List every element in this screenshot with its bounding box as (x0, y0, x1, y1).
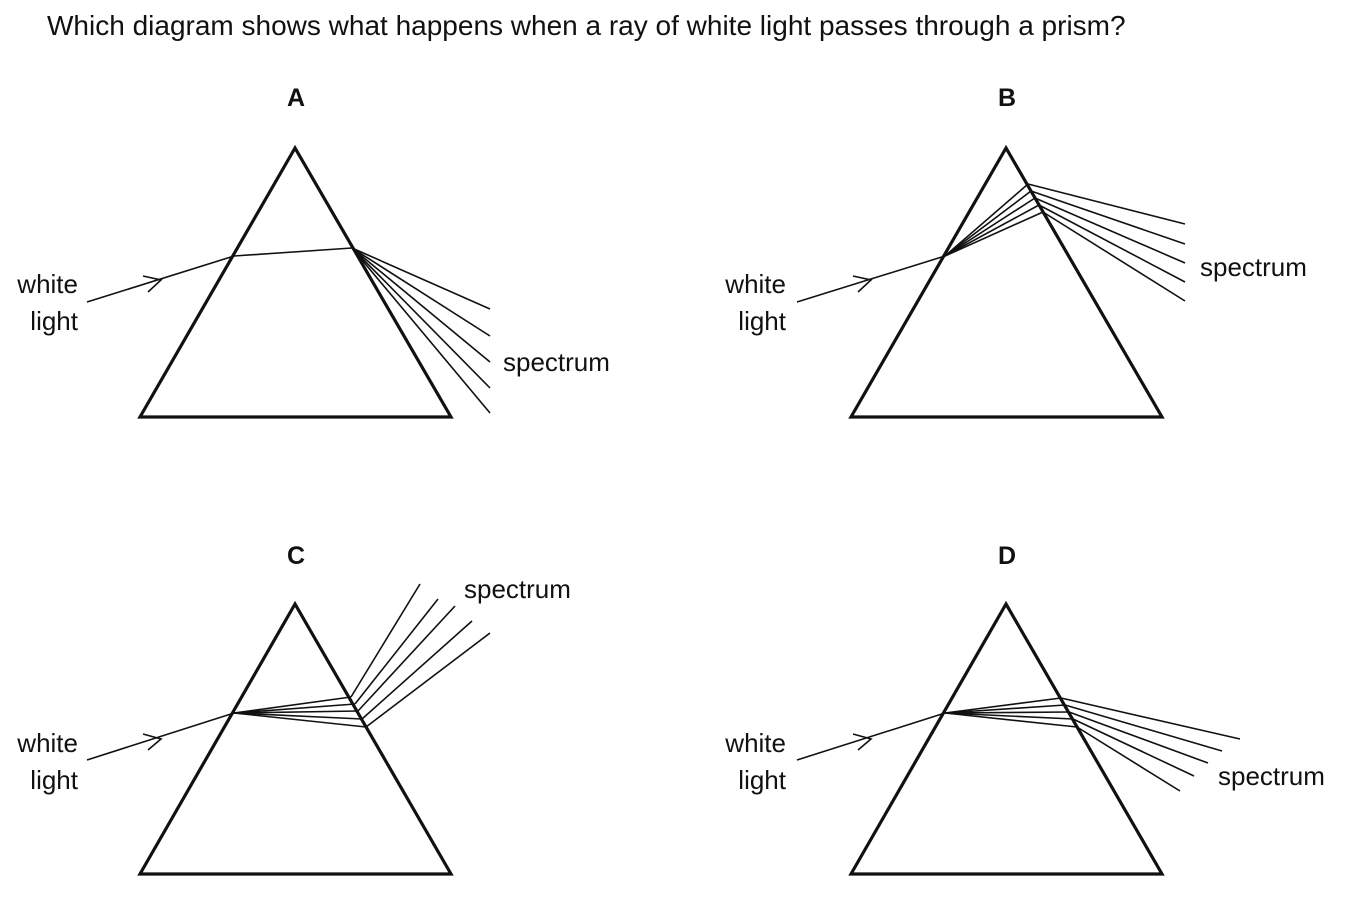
refracted-ray (944, 712, 1074, 720)
refracted-ray (944, 211, 1044, 257)
option-d-spectrum-rays (1060, 697, 1241, 792)
refracted-ray (233, 712, 367, 728)
option-c-arrow-icon (142, 733, 163, 751)
spectrum-ray (1027, 183, 1186, 225)
option-c-spectrum-rays (350, 583, 491, 728)
question-text: Which diagram shows what happens when a … (47, 10, 1126, 41)
option-c-label: C (287, 542, 305, 570)
refracted-ray (944, 697, 1062, 714)
spectrum-ray (1038, 204, 1186, 283)
refracted-ray (944, 204, 1040, 257)
option-a-spectrum-rays (351, 247, 491, 414)
option-a-diagram[interactable]: A white light spectrum (16, 84, 610, 419)
option-b-incident-ray (796, 255, 946, 303)
spectrum-ray (351, 247, 491, 363)
refracted-ray (944, 704, 1066, 714)
option-d-spectrum-label: spectrum (1218, 761, 1325, 791)
option-c-light-label: light (30, 765, 78, 795)
option-d-arrow-icon (852, 733, 873, 751)
refracted-ray (233, 696, 352, 714)
option-b-refracted-rays (944, 183, 1044, 257)
option-d-diagram[interactable]: D white light spectrum (724, 542, 1325, 876)
spectrum-ray (354, 598, 439, 705)
option-d-incident-ray (796, 712, 946, 761)
spectrum-ray (1030, 190, 1186, 245)
option-a-light-label: light (30, 306, 78, 336)
spectrum-ray (361, 620, 473, 720)
option-a-label: A (287, 84, 305, 112)
refracted-ray (944, 711, 1070, 714)
spectrum-ray (351, 247, 491, 310)
spectrum-ray (1060, 697, 1241, 740)
spectrum-ray (1072, 718, 1195, 777)
option-d-refracted-rays (944, 697, 1078, 728)
spectrum-ray (365, 632, 491, 728)
option-c-prism (137, 600, 454, 876)
spectrum-ray (1034, 197, 1186, 264)
refracted-ray (233, 703, 356, 714)
refracted-ray (944, 183, 1029, 257)
option-b-spectrum-rays (1027, 183, 1186, 302)
option-c-white-label: white (16, 728, 78, 758)
refracted-ray (944, 197, 1036, 257)
spectrum-ray (351, 247, 491, 414)
option-d-label: D (998, 542, 1016, 570)
option-b-arrow-icon (852, 275, 873, 293)
option-d-white-label: white (724, 728, 786, 758)
option-b-spectrum-label: spectrum (1200, 252, 1307, 282)
option-d-prism (848, 600, 1165, 876)
option-d-light-label: light (738, 765, 786, 795)
option-a-spectrum-label: spectrum (503, 347, 610, 377)
refracted-ray (233, 712, 363, 720)
option-b-diagram[interactable]: B white light spectrum (724, 84, 1307, 419)
spectrum-ray (351, 247, 491, 337)
option-a-arrow-icon (142, 275, 163, 293)
spectrum-ray (351, 247, 491, 389)
spectrum-ray (350, 583, 421, 698)
refracted-ray (944, 712, 1078, 728)
option-a-white-label: white (16, 269, 78, 299)
option-a-prism (137, 144, 454, 419)
spectrum-ray (1068, 711, 1209, 764)
refracted-ray (233, 710, 359, 714)
option-a-refracted-ray (233, 247, 353, 257)
option-c-diagram[interactable]: C white light spectrum (16, 542, 571, 876)
option-b-prism (848, 144, 1165, 419)
option-a-incident-ray (86, 255, 235, 303)
option-c-incident-ray (86, 712, 235, 761)
option-b-light-label: light (738, 306, 786, 336)
option-c-refracted-rays (233, 696, 367, 728)
spectrum-ray (357, 605, 456, 712)
refracted-ray (944, 190, 1032, 257)
spectrum-ray (1076, 726, 1181, 792)
option-c-spectrum-label: spectrum (464, 574, 571, 604)
option-b-label: B (998, 84, 1016, 112)
spectrum-ray (1042, 211, 1186, 302)
spectrum-ray (1064, 704, 1223, 752)
option-b-white-label: white (724, 269, 786, 299)
